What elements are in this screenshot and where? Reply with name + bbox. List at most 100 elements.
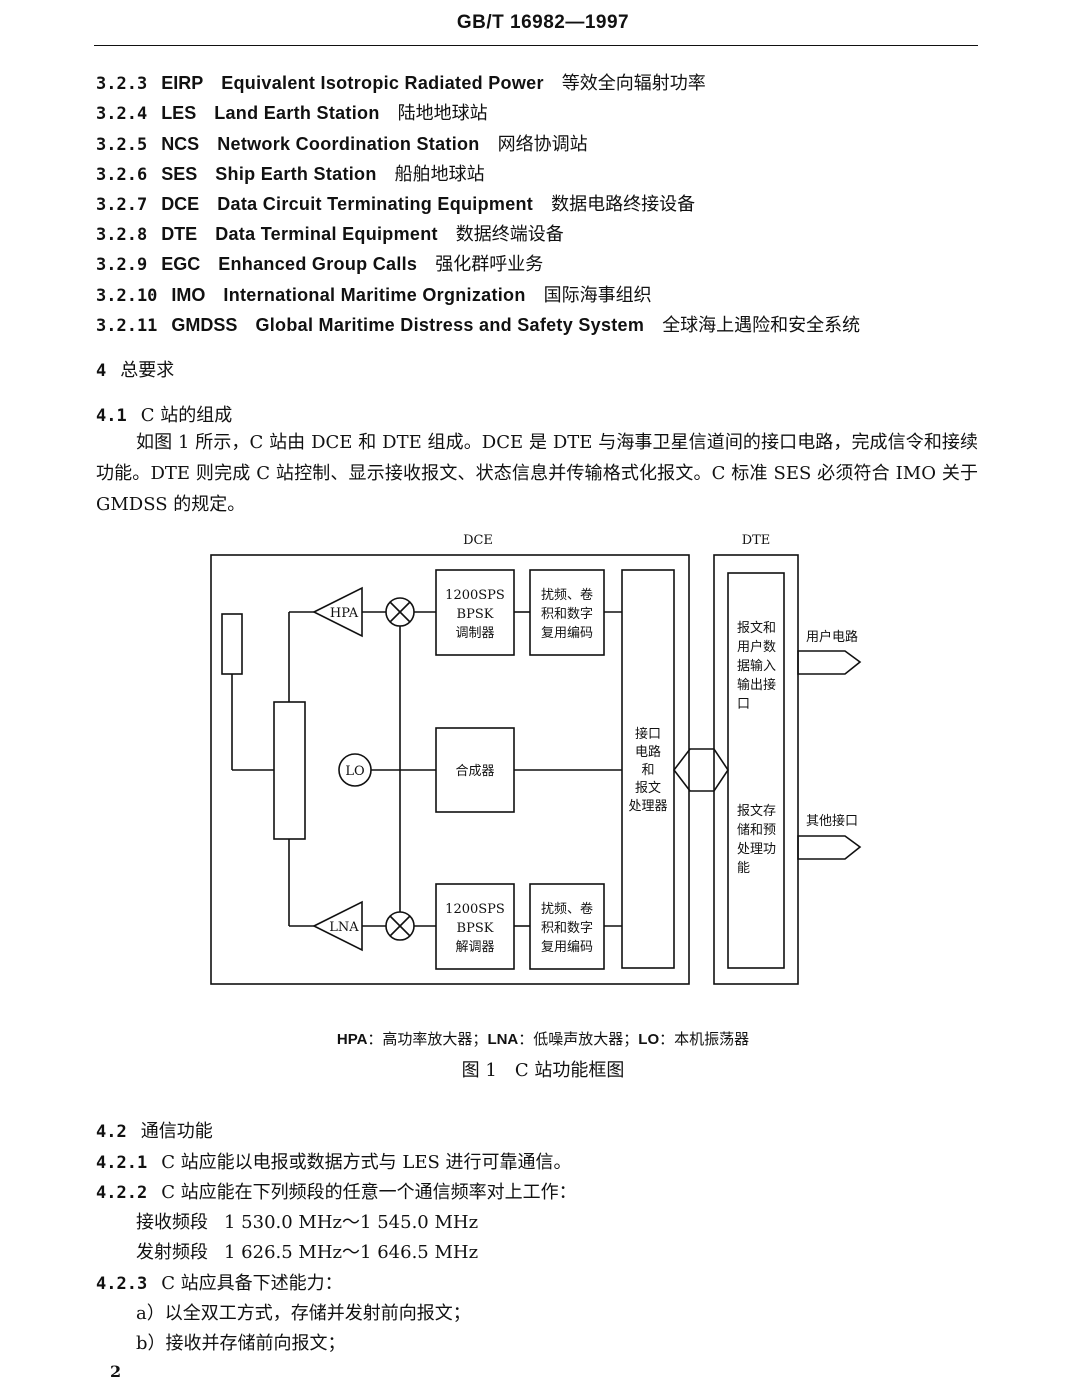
section-title: 总要求 [120, 360, 175, 381]
dce-label: DCE [463, 533, 493, 548]
demodulator-line: 1200SPS [445, 902, 505, 917]
definition-row: 3.2.6 SES Ship Earth Station 船舶地球站 [96, 160, 485, 186]
definition-abbreviation: GMDSS [171, 315, 238, 335]
definition-full-name: Enhanced Group Calls [218, 254, 418, 274]
section-number: 4 [96, 361, 107, 381]
definition-chinese-name: 数据电路终接设备 [551, 194, 696, 215]
dte-top-line: 口 [737, 697, 750, 712]
definition-full-name: Ship Earth Station [215, 164, 377, 184]
legend-text: ：本机振荡器 [659, 1030, 750, 1048]
interface-line: 报文 [635, 781, 661, 796]
page-number: 2 [110, 1362, 122, 1381]
section-4-2-3: 4.2.3 C 站应具备下述能力： [96, 1269, 343, 1295]
definition-chinese-name: 等效全向辐射功率 [561, 73, 706, 94]
definition-chinese-name: 陆地地球站 [397, 103, 488, 124]
legend-text: ：高功率放大器； [367, 1030, 488, 1048]
section-4-1-heading: 4.1 C 站的组成 [96, 401, 232, 427]
tx-scrambler-line: 扰频、卷 [541, 587, 593, 603]
definition-number: 3.2.3 [96, 74, 148, 94]
interface-line: 电路 [635, 744, 661, 760]
tx-scrambler-line: 复用编码 [541, 626, 593, 641]
definition-abbreviation: DCE [161, 194, 200, 214]
user-circuit-arrow [797, 650, 862, 675]
definition-abbreviation: DTE [161, 224, 198, 244]
c-station-block-diagram: DCE DTE HPA LNA LO 合成器 1200SPS BPSK 调制器 … [210, 533, 862, 985]
rx-scrambler-line: 积和数字 [541, 921, 593, 936]
section-text: C 站应具备下述能力： [161, 1273, 343, 1294]
definition-row: 3.2.11 GMDSS Global Maritime Distress and … [96, 311, 860, 337]
dte-bottom-line: 能 [737, 861, 750, 876]
definition-full-name: Data Circuit Terminating Equipment [217, 194, 534, 214]
dte-box [713, 554, 799, 985]
section-number: 4.2.1 [96, 1153, 148, 1173]
dte-bottom-line: 储和预 [737, 823, 776, 838]
definition-row: 3.2.10 IMO International Maritime Orgnizat… [96, 281, 652, 307]
lna-label: LNA [329, 920, 359, 935]
section-number: 4.1 [96, 406, 127, 426]
definition-abbreviation: LES [161, 103, 197, 123]
lo-label: LO [345, 764, 364, 779]
section-text: C 站应能在下列频段的任意一个通信频率对上工作： [161, 1182, 577, 1203]
definition-number: 3.2.4 [96, 104, 148, 124]
definition-full-name: International Maritime Orgnization [223, 285, 526, 305]
definition-number: 3.2.7 [96, 195, 148, 215]
interface-line: 接口 [635, 726, 661, 742]
section-4-heading: 4 总要求 [96, 356, 174, 382]
other-interface-arrow [797, 835, 862, 860]
dte-bottom-line: 报文存 [737, 804, 776, 819]
definition-abbreviation: NCS [161, 134, 200, 154]
section-4-2-heading: 4.2 通信功能 [96, 1117, 213, 1143]
list-item-a: a）以全双工方式，存储并发射前向报文； [136, 1303, 471, 1324]
definition-chinese-name: 强化群呼业务 [435, 254, 544, 275]
definition-number: 3.2.8 [96, 225, 148, 245]
figure-legend: HPA：高功率放大器；LNA：低噪声放大器；LO：本机振荡器 [0, 1028, 1086, 1049]
definition-chinese-name: 船舶地球站 [394, 164, 485, 185]
modulator-line: 1200SPS [445, 588, 505, 603]
definition-abbreviation: SES [161, 164, 198, 184]
section-number: 4.2.2 [96, 1183, 148, 1203]
definition-number: 3.2.5 [96, 135, 148, 155]
band-value: 1 530.0 MHz～1 545.0 MHz [224, 1212, 479, 1233]
section-number: 4.2.3 [96, 1274, 148, 1294]
dte-top-line: 用户数 [737, 639, 776, 655]
diplexer-block [273, 701, 306, 840]
dte-label: DTE [742, 533, 771, 548]
definition-number: 3.2.9 [96, 255, 148, 275]
section-title: 通信功能 [140, 1121, 213, 1142]
band-label: 发射频段 [136, 1242, 208, 1263]
definition-row: 3.2.9 EGC Enhanced Group Calls 强化群呼业务 [96, 250, 543, 276]
tx-scrambler-line: 积和数字 [541, 607, 593, 622]
section-number: 4.2 [96, 1122, 127, 1142]
list-item-b: b）接收并存储前向报文； [136, 1333, 346, 1354]
dte-top-line: 据输入 [737, 658, 776, 674]
definition-full-name: Data Terminal Equipment [215, 224, 438, 244]
standard-header: GB/T 16982—1997 [456, 12, 630, 33]
figure-caption: 图 1 C 站功能框图 [461, 1060, 625, 1081]
modulator-line: 调制器 [455, 626, 494, 641]
section-text: C 站应能以电报或数据方式与 LES 进行可靠通信。 [161, 1152, 572, 1173]
synthesizer-label: 合成器 [455, 764, 494, 779]
section-title: C 站的组成 [140, 405, 233, 426]
demodulator-line: BPSK [457, 921, 494, 936]
hpa-label: HPA [330, 606, 359, 621]
legend-abbr: HPA [336, 1031, 368, 1048]
definition-full-name: Land Earth Station [214, 103, 380, 123]
section-4-1-paragraph: 如图 1 所示，C 站由 DCE 和 DTE 组成。DCE 是 DTE 与海事卫… [96, 432, 978, 515]
definition-number: 3.2.10 [96, 286, 158, 306]
definition-abbreviation: EGC [161, 254, 201, 274]
definition-full-name: Network Coordination Station [217, 134, 480, 154]
header-rule [94, 45, 978, 46]
definition-full-name: Global Maritime Distress and Safety Syst… [255, 315, 645, 335]
dte-top-line: 报文和 [737, 621, 776, 636]
definition-number: 3.2.6 [96, 165, 148, 185]
dce-dte-connector [672, 748, 729, 792]
definition-abbreviation: IMO [171, 285, 206, 305]
section-4-2-1: 4.2.1 C 站应能以电报或数据方式与 LES 进行可靠通信。 [96, 1148, 572, 1174]
definition-row: 3.2.4 LES Land Earth Station 陆地地球站 [96, 99, 488, 125]
dce-box [210, 554, 690, 985]
definition-number: 3.2.11 [96, 316, 158, 336]
legend-abbr: LO [638, 1031, 660, 1048]
